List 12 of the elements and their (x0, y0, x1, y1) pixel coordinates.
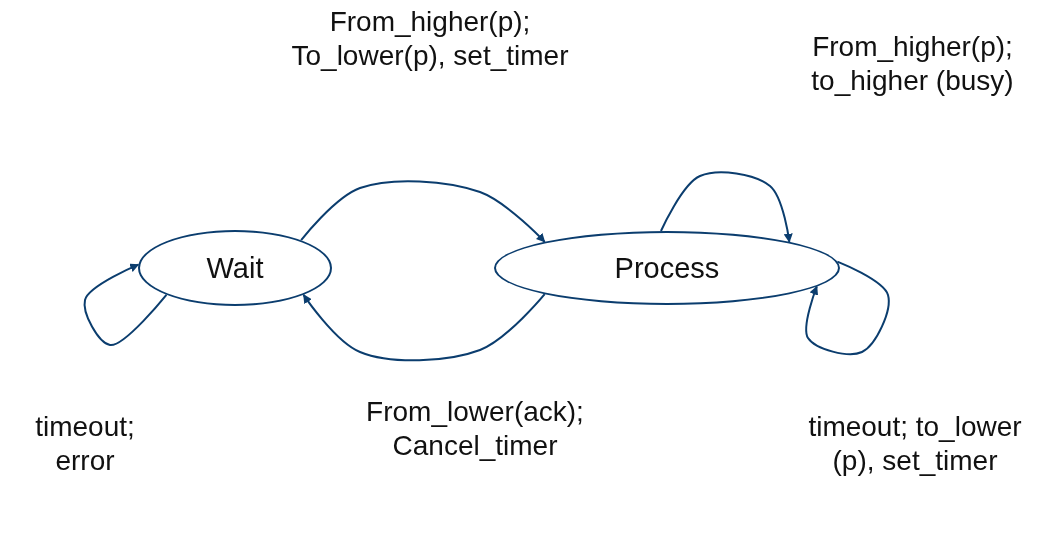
state-name: Process (614, 251, 720, 285)
arrow (805, 260, 890, 356)
arrow (300, 180, 546, 243)
edge-label: From_higher(p); To_lower(p), set_timer (290, 5, 570, 74)
state-name: Wait (206, 251, 264, 285)
edge-label: timeout; to_lower (p), set_timer (807, 410, 1023, 479)
edge-label: From_higher(p); to_higher (busy) (810, 30, 1015, 99)
arrow (83, 263, 168, 346)
edge-label: timeout; error (34, 410, 136, 479)
arrow (659, 171, 793, 243)
edge-label: From_lower(ack); Cancel_timer (365, 395, 585, 464)
arrow (302, 293, 546, 362)
